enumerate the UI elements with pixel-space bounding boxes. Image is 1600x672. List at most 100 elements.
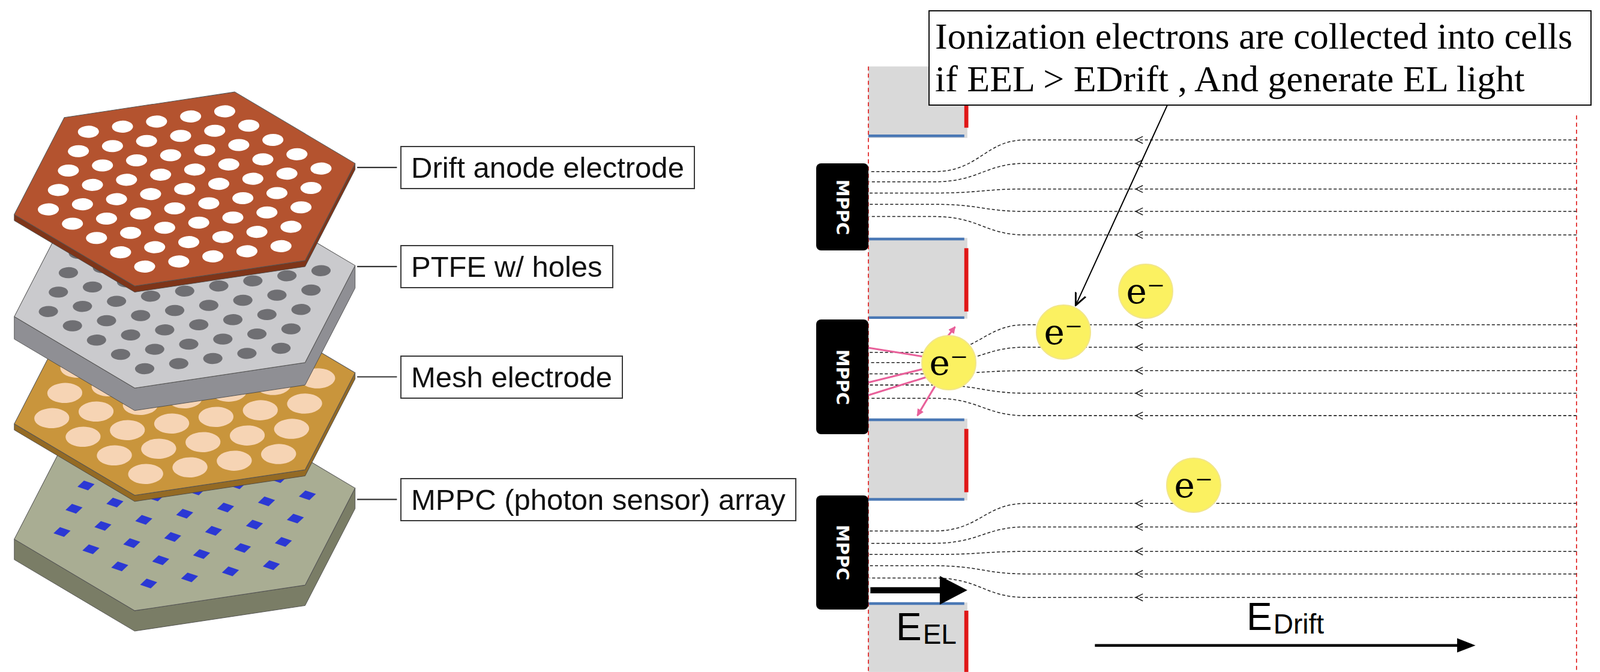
plate-hole (221, 312, 245, 326)
part-label: PTFE w/ holes (400, 244, 614, 289)
sensor-pad (51, 525, 73, 538)
plate-hole (35, 201, 61, 217)
plate-hole (151, 220, 178, 236)
ptfe-block (868, 418, 968, 500)
field-line (869, 397, 1577, 416)
plate-hole (278, 219, 304, 235)
plate-hole (61, 424, 104, 449)
leader-lines (357, 167, 397, 500)
leader-line (357, 265, 397, 268)
mppc-sensor: MPPC (816, 495, 869, 610)
callout-box: Ionization electrons are collected into … (928, 10, 1592, 106)
field-line (869, 384, 1577, 394)
plate-hole (257, 441, 300, 467)
mppc-sensor: MPPC (816, 163, 869, 251)
field-line (869, 189, 1577, 194)
plate-hole (172, 181, 198, 197)
electron-symbol: e⁻ (1126, 273, 1166, 309)
plate-hole (240, 171, 266, 187)
plate-hole (210, 229, 236, 245)
plate-hole (84, 230, 110, 246)
plate-hole (265, 288, 289, 302)
plate-hole (308, 160, 334, 176)
plate-hole (254, 205, 280, 221)
field-line (869, 139, 1577, 172)
field-line (869, 526, 1577, 543)
sensor-pad (80, 542, 102, 555)
mesh-line (868, 134, 965, 137)
sensor-name: MPPC (832, 524, 853, 581)
plate-hole (129, 308, 153, 322)
plate-hole (93, 442, 136, 468)
leader-line (357, 498, 397, 500)
anode-segment (964, 610, 969, 672)
plate-hole (132, 259, 158, 275)
arrow-head (939, 575, 968, 605)
plate-hole (283, 391, 326, 416)
part-label: MPPC (photon sensor) array (400, 477, 797, 521)
sensor-pad (261, 558, 283, 571)
plate-hole (213, 448, 256, 473)
plate-hole (124, 461, 167, 487)
plate-hole (250, 151, 276, 167)
plate-hole (220, 210, 246, 226)
field-line (869, 163, 1577, 182)
plate-hole (148, 167, 174, 183)
field-symbol: E (1246, 597, 1273, 636)
plate-hole (192, 142, 218, 158)
plate-hole (66, 143, 92, 159)
plate-hole (81, 280, 105, 294)
field-line (869, 577, 1577, 597)
field-arrow (1135, 185, 1143, 193)
plate-hole (109, 119, 136, 135)
sensor-pad (202, 524, 224, 537)
plate-hole (299, 283, 323, 297)
plate-hole (79, 177, 106, 193)
plate-hole (70, 299, 95, 313)
plate-hole (142, 239, 168, 255)
field-subscript: Drift (1273, 609, 1324, 638)
plate-hole (75, 399, 118, 424)
mesh-line (868, 601, 965, 605)
plate-hole (93, 211, 119, 227)
field-arrow (1135, 136, 1143, 144)
sensor-pad (214, 501, 236, 514)
plate-hole (150, 411, 193, 436)
sensor-pad (273, 535, 295, 548)
sensor-pad (231, 541, 253, 554)
arrow-shaft (870, 586, 944, 593)
sensor-pad (219, 564, 241, 577)
plate-hole (200, 249, 226, 265)
plate-hole (30, 405, 73, 431)
anode-plate (7, 91, 362, 292)
sensor-pad (297, 489, 319, 502)
arrow-shaft (1094, 643, 1461, 646)
plate-hole (270, 416, 313, 442)
plate-hole (178, 109, 204, 125)
plate-hole (138, 186, 164, 202)
part-label: Mesh electrode (400, 355, 623, 399)
plate-hole (216, 157, 242, 173)
field-line (869, 324, 1577, 353)
plate-hole (162, 201, 188, 217)
plate-hole (153, 322, 177, 337)
plate-hole (288, 199, 314, 215)
plate-hole (167, 356, 191, 370)
field-arrow (1135, 343, 1143, 351)
sensor-pad (150, 553, 172, 566)
plate-hole (133, 133, 160, 149)
plate-hole (105, 294, 129, 308)
sensor-pad (104, 496, 126, 509)
plate-hole (269, 341, 293, 355)
plate-hole (235, 346, 259, 360)
plate-hole (177, 337, 201, 351)
plate-hole (144, 114, 170, 130)
plate-hole (94, 313, 119, 328)
plate-holes (7, 93, 362, 284)
electron: e⁻ (1118, 263, 1174, 319)
plate-hole (57, 265, 81, 280)
label-text: Mesh electrode (411, 360, 613, 394)
field-line (869, 550, 1577, 554)
field-arrow (1135, 547, 1143, 555)
plate-hole (45, 182, 71, 198)
